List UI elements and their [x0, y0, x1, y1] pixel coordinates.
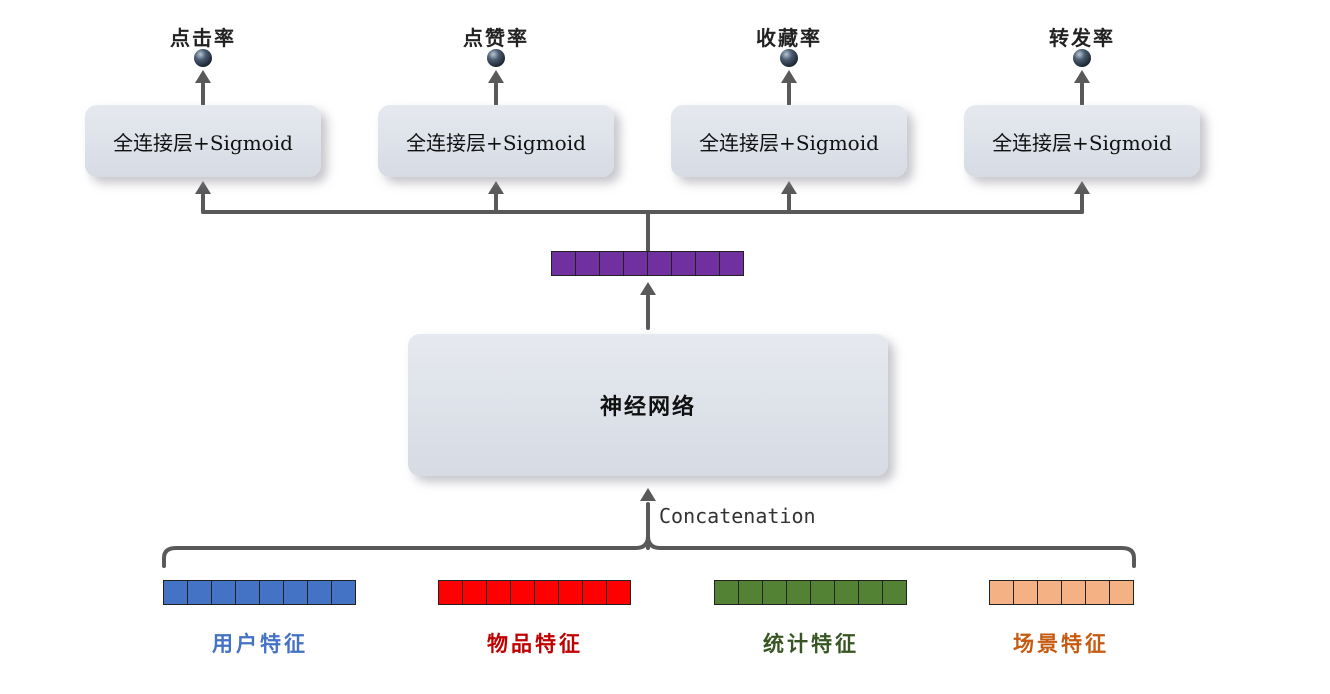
vector-cell	[1038, 581, 1062, 604]
arrow-into-fc-share	[1074, 181, 1090, 194]
vector-cell	[487, 581, 511, 604]
neural-network-box: 神经网络	[408, 334, 888, 476]
user-feature-vector	[163, 580, 356, 605]
vector-cell	[559, 581, 583, 604]
neural-network-label: 神经网络	[599, 394, 696, 420]
vector-cell	[811, 581, 835, 604]
vector-cell	[763, 581, 787, 604]
vector-cell	[720, 252, 743, 275]
concatenation-label: Concatenation	[659, 504, 816, 528]
fc-sigmoid-box-share: 全连接层+Sigmoid	[964, 105, 1200, 177]
vector-cell	[787, 581, 811, 604]
vector-cell	[308, 581, 332, 604]
output-label-like-rate: 点赞率	[463, 26, 529, 50]
arrow-into-fc-favorite	[781, 181, 797, 194]
arrow-into-network	[640, 488, 656, 501]
vector-cell	[332, 581, 355, 604]
vector-cell	[835, 581, 859, 604]
vector-cell	[164, 581, 188, 604]
arrow-into-output-share	[1074, 70, 1090, 83]
user-feature-label: 用户特征	[212, 632, 308, 656]
vector-cell	[1086, 581, 1110, 604]
fc-sigmoid-box-ctr: 全连接层+Sigmoid	[85, 105, 321, 177]
vector-cell	[648, 252, 672, 275]
arrow-into-output-ctr	[195, 70, 211, 83]
fc-sigmoid-label: 全连接层+Sigmoid	[113, 130, 293, 155]
stats-feature-vector	[714, 580, 907, 605]
vector-cell	[1062, 581, 1086, 604]
vector-cell	[696, 252, 720, 275]
vector-cell	[624, 252, 648, 275]
vector-cell	[576, 252, 600, 275]
arrow-into-fc-like	[488, 181, 504, 194]
vector-cell	[1110, 581, 1133, 604]
vector-cell	[859, 581, 883, 604]
vector-cell	[212, 581, 236, 604]
arrow-into-fc-ctr	[195, 181, 211, 194]
fc-sigmoid-box-like: 全连接层+Sigmoid	[378, 105, 614, 177]
output-node-ctr	[194, 49, 212, 67]
vector-cell	[600, 252, 624, 275]
vector-cell	[552, 252, 576, 275]
arrow-into-output-like	[488, 70, 504, 83]
vector-cell	[236, 581, 260, 604]
fc-sigmoid-box-favorite: 全连接层+Sigmoid	[671, 105, 907, 177]
item-feature-vector	[438, 580, 631, 605]
shared-output-vector	[551, 251, 744, 276]
output-node-like	[487, 49, 505, 67]
fc-sigmoid-label: 全连接层+Sigmoid	[406, 130, 586, 155]
vector-cell	[188, 581, 212, 604]
output-label-share-rate: 转发率	[1049, 26, 1115, 50]
vector-cell	[511, 581, 535, 604]
vector-cell	[715, 581, 739, 604]
output-node-share	[1073, 49, 1091, 67]
vector-cell	[672, 252, 696, 275]
item-feature-label: 物品特征	[487, 632, 583, 656]
context-feature-vector	[989, 580, 1134, 605]
vector-cell	[583, 581, 607, 604]
output-label-favorite-rate: 收藏率	[756, 26, 822, 50]
vector-cell	[535, 581, 559, 604]
vector-cell	[883, 581, 906, 604]
vector-cell	[607, 581, 630, 604]
fc-sigmoid-label: 全连接层+Sigmoid	[992, 130, 1172, 155]
output-label-ctr: 点击率	[170, 26, 236, 50]
arrow-into-shared-vector	[640, 282, 656, 295]
stats-feature-label: 统计特征	[763, 632, 859, 656]
context-feature-label: 场景特征	[1013, 632, 1109, 656]
vector-cell	[439, 581, 463, 604]
arrow-into-output-favorite	[781, 70, 797, 83]
concatenation-brace	[162, 534, 1136, 568]
vector-cell	[739, 581, 763, 604]
vector-cell	[990, 581, 1014, 604]
vector-cell	[1014, 581, 1038, 604]
vector-cell	[463, 581, 487, 604]
output-node-favorite	[780, 49, 798, 67]
fc-sigmoid-label: 全连接层+Sigmoid	[699, 130, 879, 155]
vector-cell	[260, 581, 284, 604]
vector-cell	[284, 581, 308, 604]
